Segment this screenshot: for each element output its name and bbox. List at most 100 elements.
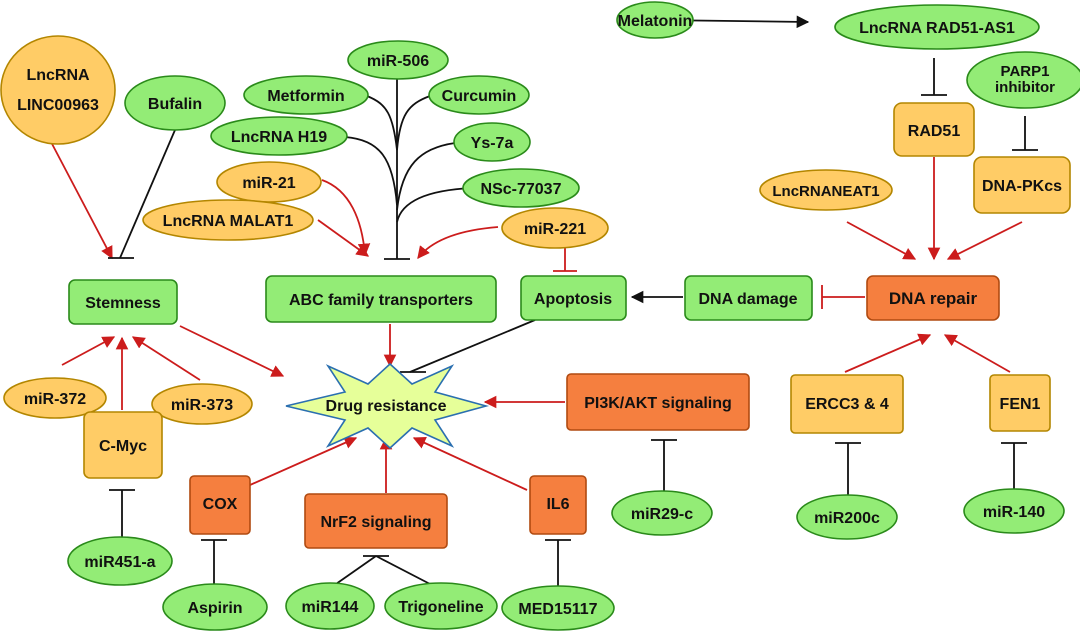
inhibit-trigoneline-nrf2 — [375, 555, 431, 585]
node-stemness-label: Stemness — [85, 295, 161, 312]
arrow-dnapkcs-dnarepair — [946, 221, 1023, 260]
node-metformin-label: Metformin — [267, 88, 344, 105]
arrow-mir373-stemness — [131, 336, 201, 381]
node-dna-repair: DNA repair — [866, 275, 1000, 321]
node-cmyc: C-Myc — [83, 411, 163, 479]
inhibit-apoptosis-drug — [409, 319, 536, 373]
node-lncrnaneat1-label: LncRNANEAT1 — [772, 183, 879, 200]
node-nrf2-label: NrF2 signaling — [320, 514, 431, 531]
node-apoptosis-label: Apoptosis — [534, 291, 612, 308]
node-trigoneline: Trigoneline — [384, 582, 498, 630]
arrow-ercc-dnarepair — [844, 333, 932, 373]
node-il6: IL6 — [529, 475, 587, 535]
node-parp1-inhibitor: PARP1 inhibitor — [966, 51, 1080, 109]
node-h19: LncRNA H19 — [210, 116, 348, 156]
arrow-neat1-dnarepair — [846, 221, 917, 260]
node-cox: COX — [189, 475, 251, 535]
node-dna-pkcs: DNA-PKcs — [973, 156, 1071, 214]
arrow-stemness-drug — [179, 325, 285, 377]
node-dna-repair-label: DNA repair — [889, 289, 978, 308]
node-mir29c: miR29-c — [611, 490, 713, 536]
arrow-malat1-abc — [317, 219, 370, 257]
node-il6-label: IL6 — [546, 496, 569, 513]
node-stemness: Stemness — [68, 279, 178, 325]
node-rad51-as1-label: LncRNA RAD51-AS1 — [859, 20, 1015, 37]
node-curcumin: Curcumin — [428, 75, 530, 115]
node-mir144-label: miR144 — [302, 599, 359, 616]
inhibitor-tree-abc — [344, 70, 473, 260]
node-mir21: miR-21 — [216, 161, 322, 203]
node-mir144: miR144 — [285, 582, 375, 630]
node-parp1-label-2: inhibitor — [995, 79, 1055, 96]
node-rad51-as1: LncRNA RAD51-AS1 — [834, 4, 1040, 50]
node-dna-damage: DNA damage — [684, 275, 813, 321]
node-abc-label: ABC family transporters — [289, 292, 473, 309]
node-ys7a-label: Ys-7a — [471, 135, 514, 152]
arrow-cox-drug — [249, 436, 358, 486]
node-mir372: miR-372 — [3, 377, 107, 419]
node-drug-label: Drug resistance — [326, 398, 447, 415]
node-trigoneline-label: Trigoneline — [398, 599, 483, 616]
node-curcumin-label: Curcumin — [442, 88, 517, 105]
arrow-il6-drug — [412, 437, 528, 491]
node-aspirin: Aspirin — [162, 583, 268, 631]
node-mir372-label: miR-372 — [24, 391, 86, 408]
node-linc00963: LncRNA LINC00963 — [0, 35, 116, 145]
arrow-fen1-dnarepair — [943, 334, 1011, 373]
node-mir140-label: miR-140 — [983, 504, 1045, 521]
node-h19-label: LncRNA H19 — [231, 129, 327, 146]
node-lncrnaneat1: LncRNANEAT1 — [759, 169, 893, 211]
node-mir451a-label: miR451-a — [84, 554, 155, 571]
inhibit-mir144-nrf2 — [335, 555, 377, 585]
node-pi3k-label: PI3K/AKT signaling — [584, 395, 732, 412]
node-linc-label-1: LncRNA — [26, 67, 90, 84]
node-nsc: NSc-77037 — [462, 168, 580, 208]
node-apoptosis: Apoptosis — [520, 275, 627, 321]
node-mir506-label: miR-506 — [367, 53, 429, 70]
node-rad51-label: RAD51 — [908, 123, 961, 140]
node-cmyc-label: C-Myc — [99, 438, 147, 455]
node-ercc-label: ERCC3 & 4 — [805, 396, 889, 413]
node-nsc-label: NSc-77037 — [481, 181, 562, 198]
node-pi3k: PI3K/AKT signaling — [566, 373, 750, 431]
node-med-label: MED15117 — [518, 601, 597, 618]
node-rad51: RAD51 — [893, 102, 975, 157]
node-mir140: miR-140 — [963, 488, 1065, 534]
node-metformin: Metformin — [243, 75, 369, 115]
node-dna-pkcs-label: DNA-PKcs — [982, 178, 1062, 195]
node-mir373: miR-373 — [151, 383, 253, 425]
node-fen1: FEN1 — [989, 374, 1051, 432]
node-mir200c: miR200c — [796, 494, 898, 540]
connectors — [49, 15, 1038, 590]
node-mir506: miR-506 — [347, 40, 449, 80]
node-cox-label: COX — [203, 496, 238, 513]
node-med15117: MED15117 — [501, 585, 615, 631]
node-aspirin-label: Aspirin — [187, 600, 242, 617]
node-parp1-label-1: PARP1 — [1001, 63, 1050, 80]
node-mir221-label: miR-221 — [524, 221, 586, 238]
node-mir451a: miR451-a — [67, 536, 173, 586]
node-bufalin-label: Bufalin — [148, 96, 202, 113]
arrow-mir372-stemness — [61, 336, 116, 366]
node-ercc: ERCC3 & 4 — [790, 374, 904, 434]
node-mir221: miR-221 — [501, 207, 609, 249]
node-drug-resistance: Drug resistance — [285, 362, 490, 450]
node-abc: ABC family transporters — [265, 275, 497, 323]
node-melatonin-label: Melatonin — [618, 13, 693, 30]
node-bufalin: Bufalin — [124, 75, 226, 131]
node-melatonin: Melatonin — [616, 1, 694, 39]
arrow-mir21-abc — [321, 179, 371, 257]
node-linc-label-2: LINC00963 — [17, 97, 99, 114]
node-mir200c-label: miR200c — [814, 510, 880, 527]
node-mir21-label: miR-21 — [242, 175, 295, 192]
node-mir373-label: miR-373 — [171, 397, 233, 414]
node-nrf2: NrF2 signaling — [304, 493, 448, 549]
inhibit-bufalin-stemness — [119, 129, 176, 259]
node-mir29c-label: miR29-c — [631, 506, 693, 523]
node-malat1: LncRNA MALAT1 — [142, 199, 314, 241]
node-ys7a: Ys-7a — [453, 122, 531, 162]
arrow-mir221-abc — [417, 226, 499, 259]
arrow-linc-stemness — [49, 139, 113, 260]
